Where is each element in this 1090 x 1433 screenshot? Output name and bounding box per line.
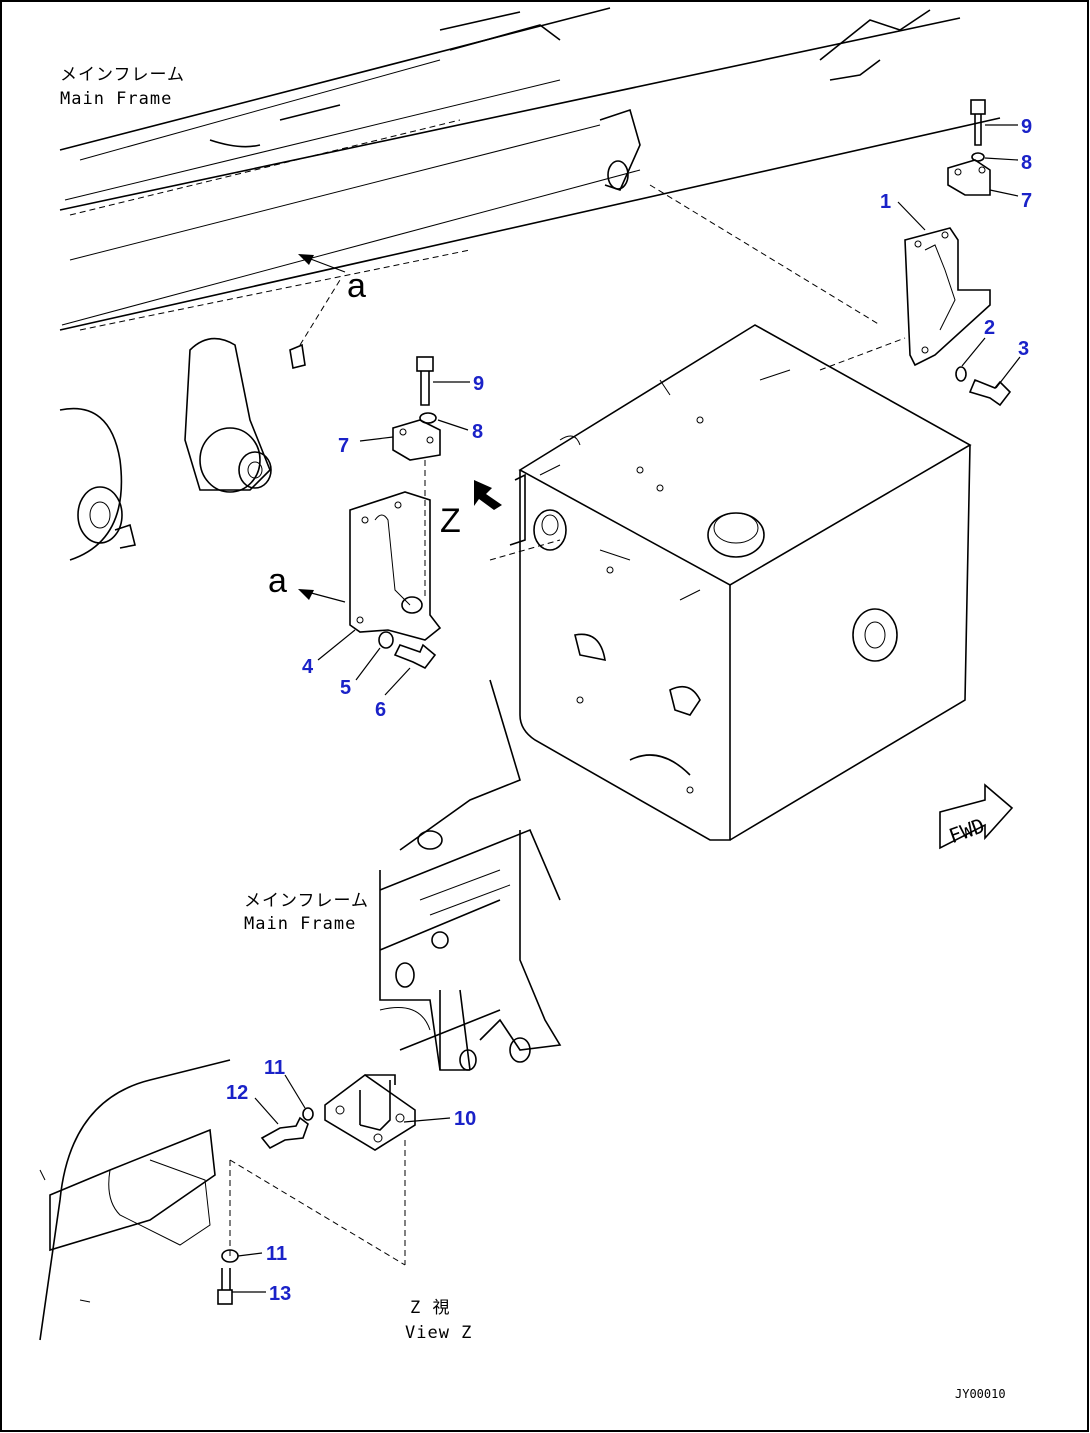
callout-2: 2	[984, 317, 995, 339]
callout-9-left: 9	[473, 373, 484, 395]
main-frame-mid-jp: メインフレーム	[244, 891, 369, 911]
callouts: 1 2 3 9 8 7 9 8 7 4 5 6 10 11 12 11 13	[226, 116, 1032, 1305]
bracket-4	[298, 356, 502, 696]
bracket-1	[649, 99, 1021, 407]
callout-9-right: 9	[1021, 116, 1032, 138]
arrow-a-mid-label: a	[268, 562, 287, 600]
callout-1: 1	[880, 191, 891, 213]
callout-11-bottom: 11	[266, 1243, 287, 1265]
callout-8-left: 8	[472, 421, 483, 443]
drawing-code: JY00010	[955, 1387, 1006, 1401]
fwd-label: FWD	[946, 813, 988, 848]
arrow-a-top-label: a	[347, 267, 366, 305]
main-frame-top-jp: メインフレーム	[60, 65, 185, 85]
callout-4: 4	[302, 656, 314, 678]
text-labels: メインフレーム Main Frame メインフレーム Main Frame Z …	[60, 65, 1006, 1401]
main-frame-view-z	[39, 679, 562, 1341]
callout-3: 3	[1018, 338, 1029, 360]
callout-5: 5	[340, 677, 351, 699]
z-marker-label: Z	[440, 502, 461, 540]
view-z-en: View Z	[405, 1323, 472, 1343]
callout-8-right: 8	[1021, 152, 1032, 174]
view-z-jp: Z 視	[410, 1298, 450, 1318]
callout-6: 6	[375, 699, 386, 721]
callout-13: 13	[269, 1283, 291, 1305]
tank	[489, 324, 972, 841]
main-frame-top	[59, 7, 1001, 561]
callout-10: 10	[454, 1108, 476, 1130]
fwd-arrow	[939, 783, 1014, 850]
main-frame-mid-en: Main Frame	[244, 914, 356, 934]
callout-12: 12	[226, 1082, 248, 1104]
callout-7-right: 7	[1021, 190, 1032, 212]
callout-11-top: 11	[264, 1057, 285, 1079]
callout-7-left: 7	[338, 435, 349, 457]
main-frame-top-en: Main Frame	[60, 89, 172, 109]
